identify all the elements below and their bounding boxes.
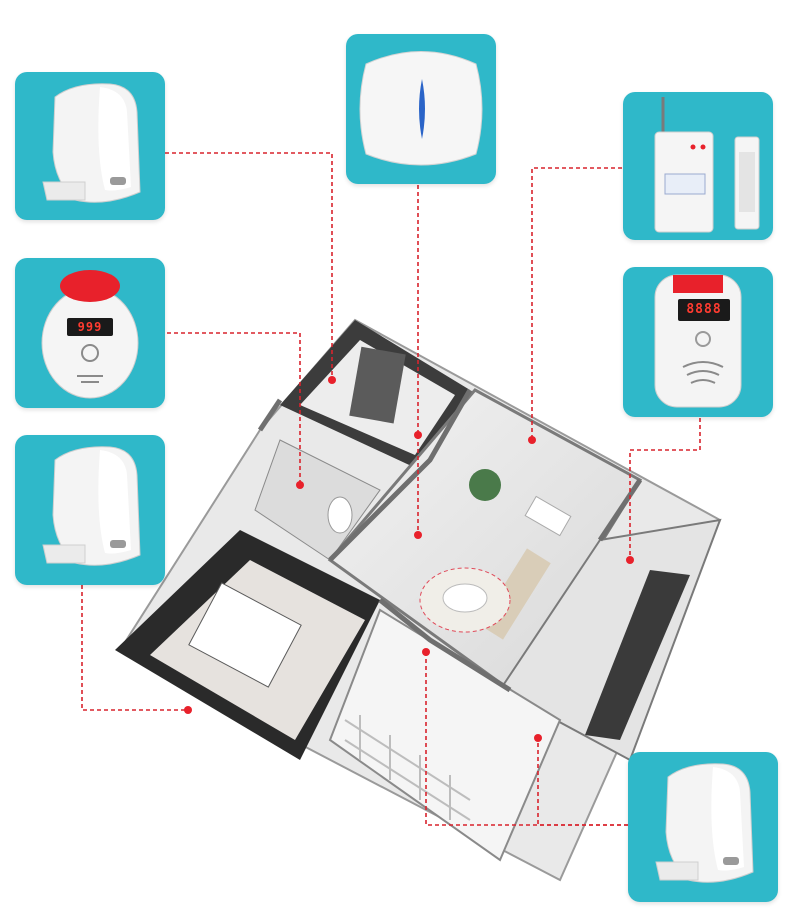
motion-sensor-icon (42, 83, 141, 203)
balcony-railing (344, 715, 471, 821)
card-gas-leak-detector: 8888 (623, 267, 773, 417)
card-pir-motion-sensor-2 (15, 435, 165, 585)
toilet (327, 496, 353, 534)
interior-walls (257, 388, 643, 693)
sensor-markers (184, 376, 634, 742)
coffee-table (442, 583, 488, 613)
motion-sensor-icon (42, 446, 141, 566)
bed (188, 582, 302, 688)
card-pir-motion-sensor (15, 72, 165, 220)
gas-detector-icon (654, 274, 742, 408)
card-door-window-sensor (623, 92, 773, 240)
connector-lines (81, 152, 701, 826)
co-detector-icon (41, 270, 139, 399)
card-co-detector: 999 (15, 258, 165, 408)
alarm-hub-icon (359, 51, 483, 166)
round-rug (469, 469, 501, 501)
motion-sensor-icon (655, 763, 754, 883)
card-wireless-alarm-hub (346, 34, 496, 184)
dining-table (524, 495, 572, 537)
wardrobe (349, 346, 406, 424)
card-pir-motion-sensor-3 (628, 752, 778, 902)
door-sensor-icon (654, 97, 760, 233)
gas-display-readout: 8888 (686, 302, 722, 317)
kitchen-counter (585, 570, 690, 740)
co-display-readout: 999 (77, 320, 103, 334)
